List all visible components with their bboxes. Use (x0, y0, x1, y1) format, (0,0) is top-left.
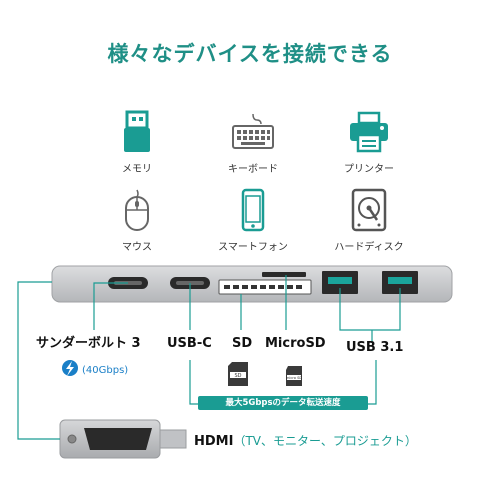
usb3-label: USB 3.1 (346, 340, 404, 355)
microsd-slot (262, 272, 306, 277)
thunderbolt-speed: (40Gbps) (82, 365, 129, 376)
keyboard-icon (231, 110, 275, 154)
connector-lines (17, 275, 401, 440)
device-smartphone: スマートフォン (198, 188, 308, 253)
device-label: マウス (122, 242, 152, 253)
microsd-card-label: micro SD (286, 376, 302, 380)
device-label: スマートフォン (218, 242, 288, 253)
device-memory: メモリ (82, 110, 192, 175)
usb3-port-1 (322, 271, 358, 294)
sd-slot (218, 279, 312, 295)
device-label: メモリ (122, 164, 152, 175)
hard-disk-icon (347, 188, 391, 232)
device-label: プリンター (344, 164, 394, 175)
microsd-label: MicroSD (265, 336, 326, 351)
usb-c-label: USB-C (167, 336, 212, 351)
usb-drive-icon (115, 110, 159, 154)
usb3-port-2 (382, 271, 418, 294)
page-title: 様々なデバイスを接続できる (107, 42, 393, 66)
mouse-icon (115, 188, 159, 232)
hdmi-name: HDMI (194, 434, 234, 449)
transfer-speed-badge: 最大5Gbpsのデータ転送速度 (198, 396, 368, 410)
hdmi-label: HDMI（TV、モニター、プロジェクト） (194, 432, 417, 449)
sd-card-label: SD (234, 373, 241, 379)
thunderbolt-icon (62, 360, 78, 376)
device-label: ハードディスク (334, 242, 404, 253)
hdmi-plug (59, 419, 187, 459)
smartphone-icon (231, 188, 275, 232)
sd-card-icon: SD (228, 362, 248, 386)
sd-label: SD (232, 336, 253, 351)
device-hard-disk: ハードディスク (314, 188, 424, 253)
device-label: キーボード (228, 164, 278, 175)
device-printer: プリンター (314, 110, 424, 175)
device-mouse: マウス (82, 188, 192, 253)
microsd-card-icon: micro SD (286, 366, 302, 386)
printer-icon (347, 110, 391, 154)
hdmi-detail: （TV、モニター、プロジェクト） (233, 434, 417, 448)
device-keyboard: キーボード (198, 110, 308, 175)
thunderbolt-label: サンダーボルト 3 (36, 336, 141, 351)
